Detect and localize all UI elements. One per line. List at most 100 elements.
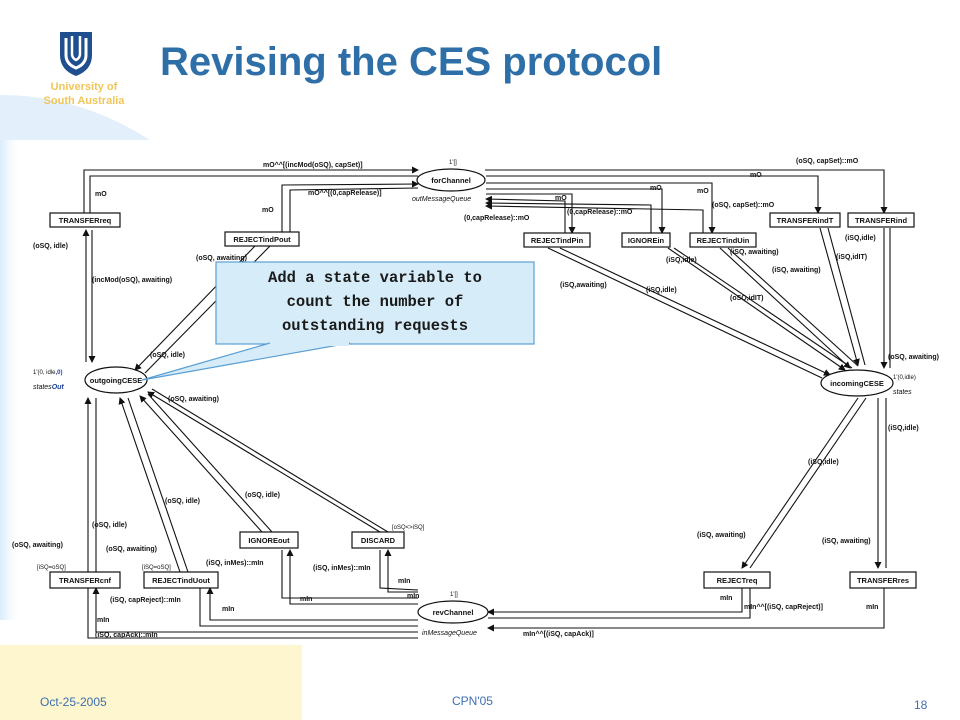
arc-label: (oSQ, awaiting) xyxy=(106,546,157,553)
arc-label: (iSQ,idle) xyxy=(808,459,839,466)
arc-label: mO^^[(0,capRelease)] xyxy=(308,189,382,197)
arc-label: (oSQ, capSet)::mO xyxy=(712,202,775,209)
place-label: revChannel xyxy=(433,608,474,617)
arc-label: mIn xyxy=(398,578,410,585)
place-incomingCESE: incomingCESE 1'(0,idle) states xyxy=(820,369,916,397)
university-name-line: University of xyxy=(50,81,118,93)
place-outgoingCESE: outgoingCESE 1'(0, idle,0) statesOut xyxy=(33,366,148,394)
arc-label: (iSQ, inMes)::mIn xyxy=(313,565,371,572)
arc-label: (oSQ, awaiting) xyxy=(888,354,939,361)
transition-discard: DISCARD xyxy=(351,531,405,549)
arc-label: mIn^^[(iSQ, capReject)] xyxy=(744,603,823,611)
arc-label: (iSQ,awaiting) xyxy=(560,282,607,289)
arc-label: mIn xyxy=(97,617,109,624)
place-label: incomingCESE xyxy=(830,379,884,388)
svg-text:REJECTindPin: REJECTindPin xyxy=(531,236,584,245)
arc-label: (oSQ, idle) xyxy=(33,243,68,250)
callout-line: Add a state variable to xyxy=(268,269,482,287)
transition-rejectIndPout: REJECTindPout xyxy=(224,231,300,247)
svg-text:IGNOREin: IGNOREin xyxy=(628,236,665,245)
callout-line: count the number of xyxy=(286,293,464,311)
arc-label: mIn xyxy=(222,606,234,613)
place-label: outgoingCESE xyxy=(90,376,143,385)
arc-label: (oSQ, idle) xyxy=(150,352,185,359)
arc-label: (oSQ, capSet)::mO xyxy=(796,158,859,165)
place-marking: 1'(0,idle) xyxy=(893,375,916,381)
arc-label: mO xyxy=(650,185,662,192)
transition-rejectIndUout: REJECTindUout xyxy=(143,571,219,589)
background-decoration xyxy=(0,95,302,720)
transition-transferReq: TRANSFERreq xyxy=(49,212,121,228)
arc-label: mO^^[(incMod(oSQ), capSet)] xyxy=(263,161,363,169)
place-marking: 1'[] xyxy=(449,160,457,166)
arc-label: (iSQ,idle) xyxy=(888,425,919,432)
transition-rejectIndUin: REJECTindUin xyxy=(689,232,757,248)
guard-discard: [oSQ<>iSQ] xyxy=(392,525,425,531)
arc-inscriptions: mO^^[(incMod(oSQ), capSet)] mO mO^^[(0,c… xyxy=(12,158,939,639)
place-label: forChannel xyxy=(431,176,471,185)
svg-text:TRANSFERindT: TRANSFERindT xyxy=(777,216,834,225)
guard-rejectIndUout: [iSQ=oSQ] xyxy=(142,565,171,571)
svg-text:TRANSFERind: TRANSFERind xyxy=(855,216,907,225)
transition-transferCnf: TRANSFERcnf xyxy=(49,571,121,589)
arc-label: mIn^^[(iSQ, capAck)] xyxy=(523,630,594,638)
arc-label: (oSQ,idIT) xyxy=(730,295,763,302)
arc-label: (oSQ, idle) xyxy=(245,492,280,499)
place-subtitle: statesOut xyxy=(33,384,64,391)
arc-label: (iSQ, awaiting) xyxy=(730,249,779,256)
svg-text:REJECTreq: REJECTreq xyxy=(717,576,758,585)
arc-label: (iSQ, inMes)::mIn xyxy=(206,560,264,567)
footer-date: Oct-25-2005 xyxy=(40,695,107,709)
arc-label: (iSQ,idle) xyxy=(646,287,677,294)
callout-line: outstanding requests xyxy=(281,317,469,335)
transition-ignoreOut: IGNOREout xyxy=(239,531,299,549)
place-subtitle: inMessageQueue xyxy=(422,630,477,637)
callout-text: Add a state variable to count the number… xyxy=(222,266,528,338)
footer-page-number: 18 xyxy=(914,698,928,712)
arc-label: (iSQ,idle) xyxy=(845,235,876,242)
arc-label: mIn xyxy=(720,595,732,602)
arc-label: mIn xyxy=(866,604,878,611)
svg-text:TRANSFERcnf: TRANSFERcnf xyxy=(59,576,112,585)
university-logo xyxy=(60,32,92,76)
place-marking: 1'[] xyxy=(450,592,458,598)
place-revChannel: revChannel 1'[] inMessageQueue xyxy=(417,592,489,637)
arc-label: (0,capRelease)::mO xyxy=(464,215,530,222)
svg-text:REJECTindUout: REJECTindUout xyxy=(152,576,210,585)
svg-text:REJECTindPout: REJECTindPout xyxy=(233,235,291,244)
slide-title: Revising the CES protocol xyxy=(160,40,663,84)
arc-label: (iSQ, capReject)::mIn xyxy=(110,597,181,604)
university-name: University of South Australia xyxy=(20,80,148,108)
transition-ignoreIn: IGNOREin xyxy=(621,232,671,248)
transition-rejectReq: REJECTreq xyxy=(703,571,771,589)
university-name-line: South Australia xyxy=(43,95,125,107)
transition-rejectIndPin: REJECTindPin xyxy=(523,232,591,248)
arc-label: mO xyxy=(555,195,567,202)
arc-label: (iSQ, awaiting) xyxy=(772,267,821,274)
transition-transferIndT: TRANSFERindT xyxy=(769,212,841,228)
footer-event: CPN'05 xyxy=(452,694,493,708)
arc-label: mIn xyxy=(300,596,312,603)
arc-label: (oSQ, awaiting) xyxy=(12,542,63,549)
svg-text:TRANSFERres: TRANSFERres xyxy=(857,576,909,585)
svg-text:DISCARD: DISCARD xyxy=(361,536,396,545)
svg-text:REJECTindUin: REJECTindUin xyxy=(697,236,750,245)
arc-label: (0,capRelease)::mO xyxy=(567,209,633,216)
arc-label: (iSQ, capAck)::mIn xyxy=(95,632,158,639)
place-forChannel: forChannel 1'[] outMessageQueue xyxy=(412,160,486,203)
place-marking: 1'(0, idle,0) xyxy=(33,370,63,376)
arc-label: (oSQ, idle) xyxy=(165,498,200,505)
place-subtitle: states xyxy=(893,389,912,396)
arc-label: mO xyxy=(262,207,274,214)
arc-label: mO xyxy=(697,188,709,195)
arc-label: (oSQ, awaiting) xyxy=(168,396,219,403)
svg-text:TRANSFERreq: TRANSFERreq xyxy=(59,216,112,225)
arc-label: (iSQ,idIT) xyxy=(836,254,867,261)
arc-label: mIn xyxy=(407,593,419,600)
arc-label: (iSQ,idle) xyxy=(666,257,697,264)
callout xyxy=(141,261,535,381)
arc-label: (oSQ, idle) xyxy=(92,522,127,529)
guard-transferCnf: [iSQ=oSQ] xyxy=(37,565,66,571)
